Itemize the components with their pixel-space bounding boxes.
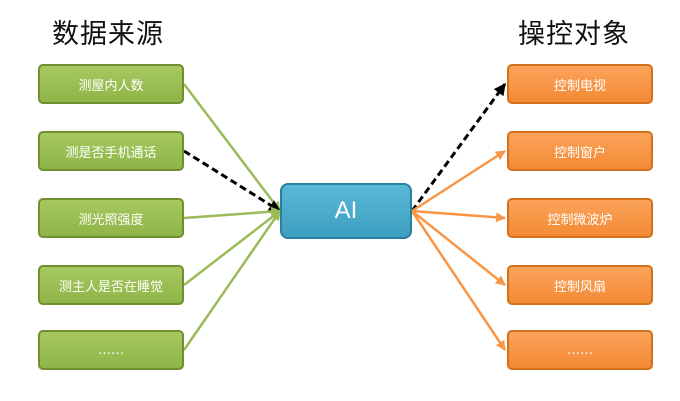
- source-node-more: ……: [38, 330, 184, 370]
- source-node-phone-call: 测是否手机通话: [38, 131, 184, 171]
- source-arrow-0: [183, 83, 281, 212]
- source-arrow-2: [183, 206, 281, 220]
- target-arrow-3: [411, 210, 506, 286]
- target-arrow-1: [411, 149, 506, 213]
- targets-heading: 操控对象: [518, 19, 630, 50]
- source-arrow-4: [182, 210, 282, 351]
- source-node-occupancy: 测屋内人数: [38, 64, 184, 104]
- target-arrow-2: [411, 209, 506, 223]
- sources-heading: 数据来源: [52, 19, 164, 50]
- target-arrow-4: [410, 210, 507, 351]
- target-arrow-0: [410, 83, 507, 212]
- source-node-light: 测光照强度: [38, 198, 184, 238]
- target-node-more: ……: [507, 330, 653, 370]
- ai-node: AI: [280, 183, 412, 239]
- target-node-microwave: 控制微波炉: [507, 198, 653, 238]
- target-node-fan: 控制风扇: [507, 265, 653, 305]
- target-node-tv: 控制电视: [507, 64, 653, 104]
- source-arrow-3: [183, 210, 281, 286]
- source-arrow-1: [183, 149, 282, 213]
- target-node-window: 控制窗户: [507, 131, 653, 171]
- source-node-sleep: 测主人是否在睡觉: [38, 265, 184, 305]
